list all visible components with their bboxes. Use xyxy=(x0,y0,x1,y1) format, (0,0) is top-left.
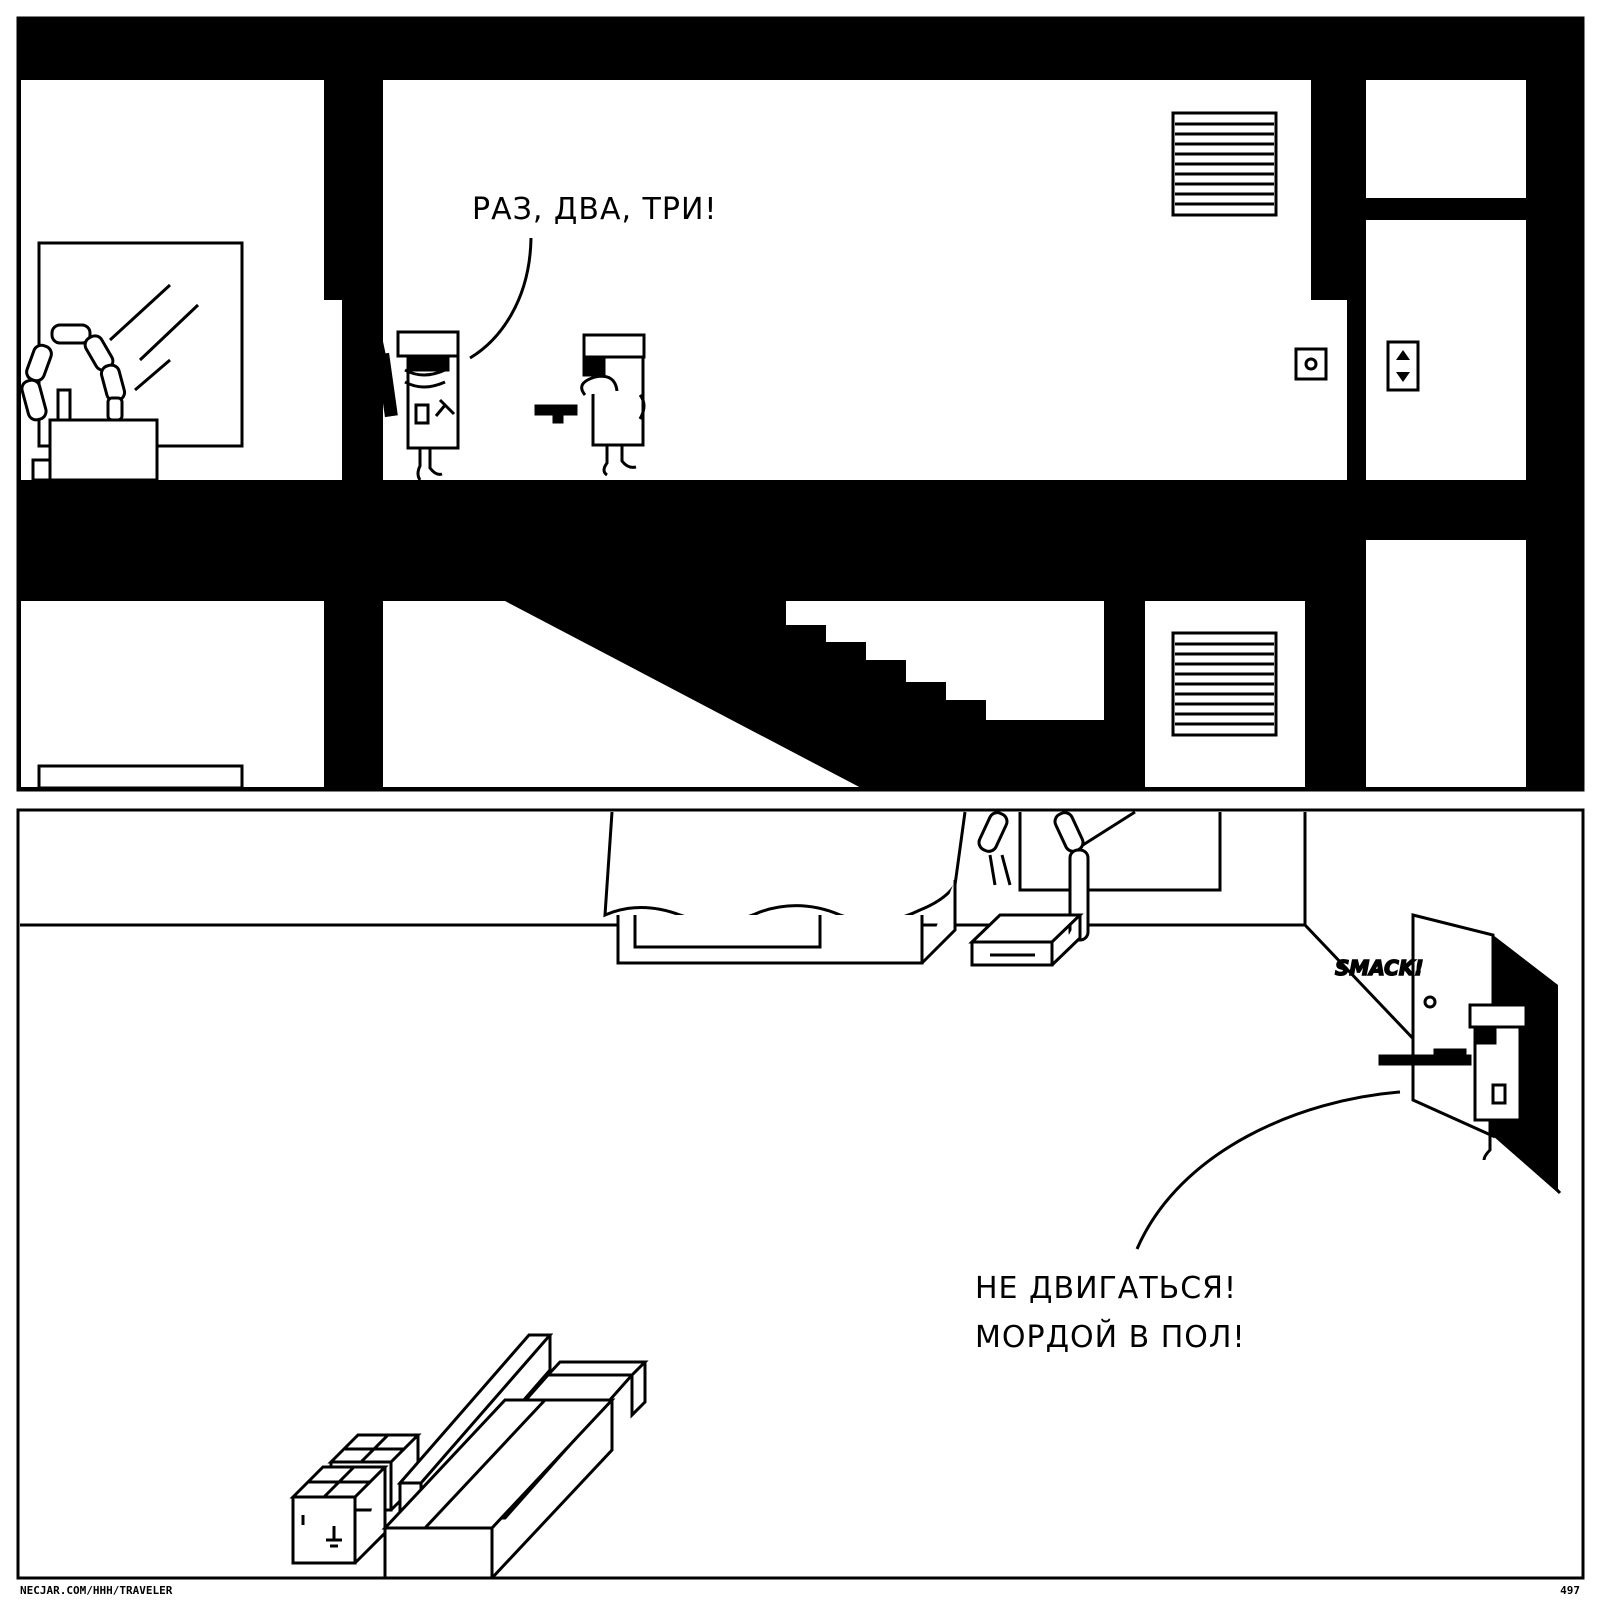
hallway-right-ledge xyxy=(1311,300,1347,480)
panel-2-border xyxy=(16,808,1585,1580)
curtained-bed xyxy=(603,811,967,965)
footer-page-number: 497 xyxy=(1560,1584,1580,1597)
door-open xyxy=(1411,913,1495,1139)
soldier-right xyxy=(534,333,646,477)
speech-line-1: НЕ ДВИГАТЬСЯ! xyxy=(975,1271,1237,1306)
hallway-left-ledge xyxy=(324,300,342,480)
panel-1: РАЗ, ДВА, ТРИ! xyxy=(16,16,1585,792)
robot-arm-icon xyxy=(20,323,127,422)
soldier-doorway xyxy=(1378,1003,1528,1161)
elevator-shaft-lower xyxy=(1366,540,1526,787)
speech-tail-panel-2 xyxy=(1135,1090,1401,1250)
light-switch xyxy=(1294,347,1328,381)
soldier-left xyxy=(364,303,460,481)
elevator-shaft-upper xyxy=(1366,220,1526,480)
room-left-lower xyxy=(21,601,324,787)
door-knob xyxy=(1423,995,1437,1009)
panel-2: SMACK! НЕ ДВИГАТЬСЯ! МОРДОЙ В ПОЛ! xyxy=(16,808,1585,1580)
crate-front xyxy=(289,1465,389,1565)
speech-line-2: МОРДОЙ В ПОЛ! xyxy=(975,1319,1246,1355)
footer-site: NECJAR.COM/HHH/TRAVELER xyxy=(20,1584,173,1597)
elevator-call-buttons xyxy=(1386,340,1420,392)
panel-1-border xyxy=(16,16,1585,792)
cabinet-lower-left xyxy=(37,764,244,790)
robot-arm-ceiling-icon xyxy=(968,810,1222,967)
sfx-smack: SMACK! xyxy=(1335,956,1423,980)
vent-upper xyxy=(1171,111,1278,217)
vent-lower xyxy=(1171,631,1278,737)
room-right-top-small xyxy=(1366,80,1526,198)
speech-raz-dva-tri: РАЗ, ДВА, ТРИ! xyxy=(472,192,717,227)
staircase xyxy=(505,601,1145,790)
lab-table xyxy=(31,388,159,482)
dark-doorway xyxy=(1493,935,1558,1193)
speech-tail-panel-1 xyxy=(469,237,533,360)
